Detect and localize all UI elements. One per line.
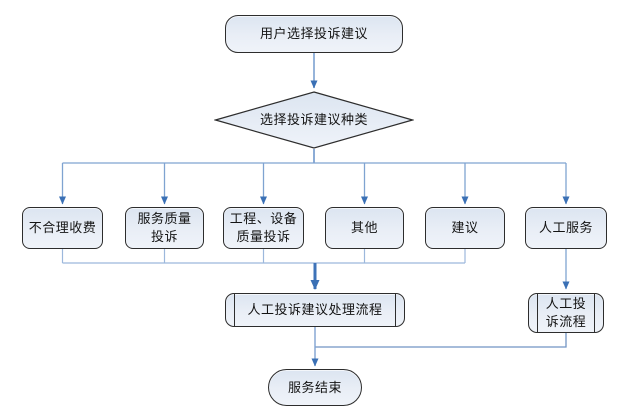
node-label: 建议 (451, 220, 479, 236)
node-label: 工程、设备 质量投诉 (229, 211, 298, 244)
node-label: 不合理收费 (28, 220, 97, 236)
node-manual-complaint-suggestion-process: 人工投诉建议处理流程 (225, 293, 405, 327)
node-label: 服务质量 投诉 (137, 211, 192, 244)
node-label: 服务结束 (287, 379, 342, 395)
node-label: 人工投 诉流程 (545, 296, 587, 329)
node-other: 其他 (325, 207, 404, 249)
node-unreasonable-fees: 不合理收费 (22, 207, 103, 249)
connector-manual-process-return (315, 333, 567, 348)
node-label: 用户选择投诉建议 (259, 26, 368, 42)
node-label: 人工投诉建议处理流程 (247, 302, 383, 318)
node-manual-service: 人工服务 (525, 207, 607, 249)
node-label: 其他 (350, 220, 378, 236)
node-manual-complaint-process: 人工投 诉流程 (528, 293, 604, 333)
node-service-end: 服务结束 (268, 369, 362, 406)
node-label: 人工服务 (538, 220, 593, 236)
node-suggestion: 建议 (425, 207, 505, 249)
node-user-select-complaint: 用户选择投诉建议 (225, 15, 403, 53)
node-engineering-equipment-quality-complaint: 工程、设备 质量投诉 (223, 207, 304, 249)
node-label: 选择投诉建议种类 (259, 112, 368, 128)
node-decision-type: 选择投诉建议种类 (214, 91, 414, 149)
decision-diamond-shape (214, 91, 414, 149)
node-service-quality-complaint: 服务质量 投诉 (125, 207, 204, 249)
